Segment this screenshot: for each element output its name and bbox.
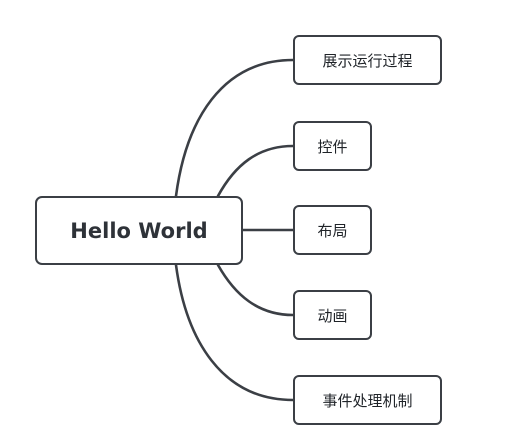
branch-node-animation[interactable]: 动画 xyxy=(293,290,372,340)
connector-branch-4 xyxy=(216,263,295,317)
branch-label: 事件处理机制 xyxy=(322,391,413,410)
connector-branch-2 xyxy=(216,144,295,198)
branch-node-event-handling[interactable]: 事件处理机制 xyxy=(293,375,442,425)
branch-label: 布局 xyxy=(317,221,348,240)
branch-node-layout[interactable]: 布局 xyxy=(293,205,372,255)
root-label: Hello World xyxy=(70,218,208,243)
branch-label: 展示运行过程 xyxy=(322,51,413,70)
branch-label: 控件 xyxy=(317,137,348,156)
root-node[interactable]: Hello World xyxy=(35,196,243,265)
connector-branch-5 xyxy=(174,263,295,402)
branch-node-controls[interactable]: 控件 xyxy=(293,121,372,171)
branch-label: 动画 xyxy=(317,306,348,325)
branch-node-show-process[interactable]: 展示运行过程 xyxy=(293,35,442,85)
connector-branch-1 xyxy=(174,58,295,198)
